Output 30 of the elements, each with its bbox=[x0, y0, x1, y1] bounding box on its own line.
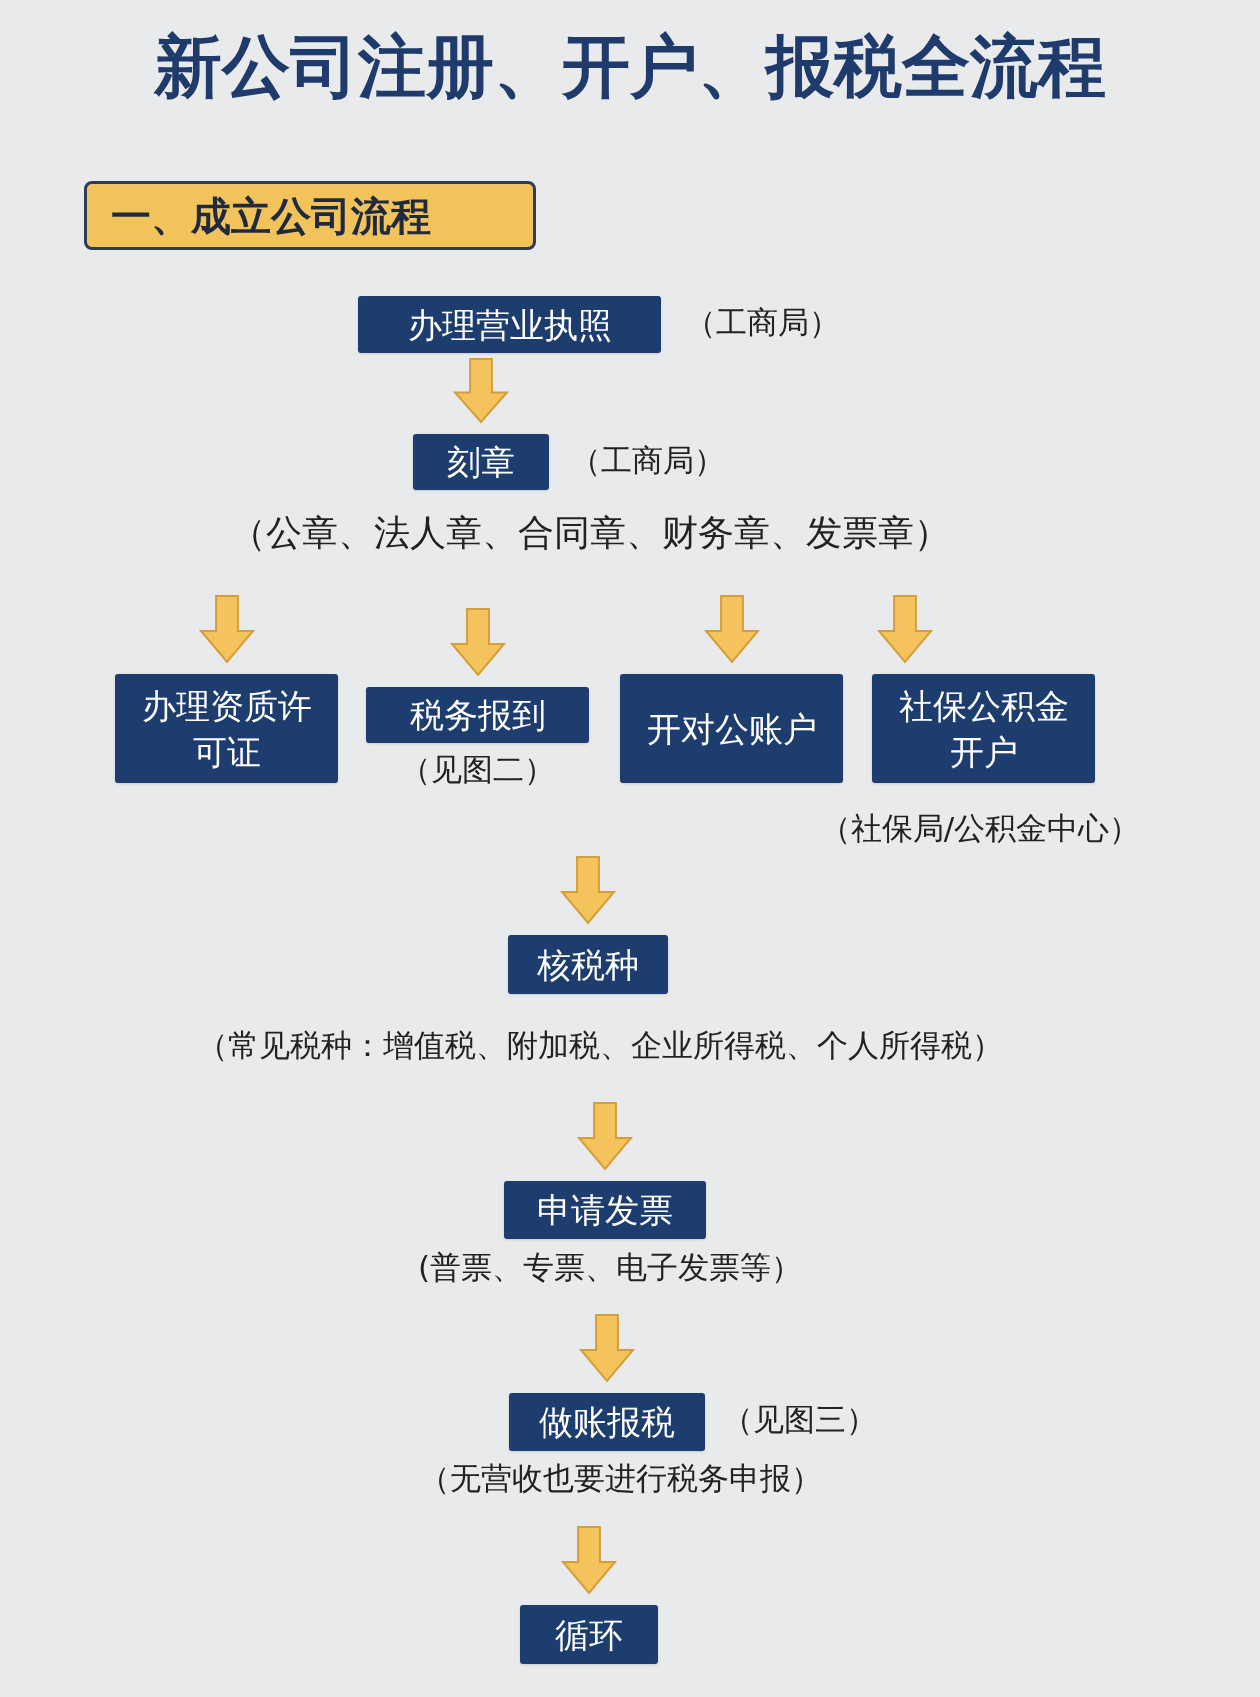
process-box: 核税种 bbox=[508, 935, 668, 994]
process-box: 办理营业执照 bbox=[358, 296, 661, 353]
note-text: （工商局） bbox=[568, 441, 726, 480]
block-arrow bbox=[559, 856, 617, 925]
block-arrow bbox=[449, 608, 506, 677]
process-box: 开对公账户 bbox=[620, 674, 843, 783]
block-arrow bbox=[578, 1314, 636, 1383]
process-box: 做账报税 bbox=[509, 1393, 705, 1451]
process-box: 申请发票 bbox=[504, 1181, 706, 1239]
note-text: （社保局/公积金中心） bbox=[818, 809, 1142, 848]
block-arrow bbox=[198, 595, 255, 664]
note-text: (普票、专票、电子发票等） bbox=[416, 1248, 804, 1287]
note-text: （公章、法人章、合同章、财务章、发票章） bbox=[140, 508, 1040, 558]
block-arrow bbox=[876, 595, 934, 664]
process-box: 循环 bbox=[520, 1605, 658, 1664]
block-arrow bbox=[703, 595, 760, 664]
block-arrow bbox=[560, 1526, 618, 1595]
process-box: 办理资质许可证 bbox=[115, 674, 338, 783]
process-box: 税务报到 bbox=[366, 687, 589, 743]
note-text: （无营收也要进行税务申报） bbox=[417, 1459, 823, 1498]
note-text: （常见税种：增值税、附加税、企业所得税、个人所得税） bbox=[196, 1026, 1004, 1065]
block-arrow bbox=[452, 358, 510, 424]
process-box: 社保公积金开户 bbox=[872, 674, 1095, 783]
note-text: （见图三） bbox=[720, 1400, 878, 1439]
process-box: 刻章 bbox=[413, 434, 549, 490]
title: 新公司注册、开户、报税全流程 bbox=[152, 26, 1107, 108]
note-text: （工商局） bbox=[683, 303, 841, 342]
section-header-box: 一、成立公司流程 bbox=[84, 181, 536, 250]
note-text: （见图二） bbox=[398, 750, 556, 789]
block-arrow bbox=[576, 1102, 634, 1171]
